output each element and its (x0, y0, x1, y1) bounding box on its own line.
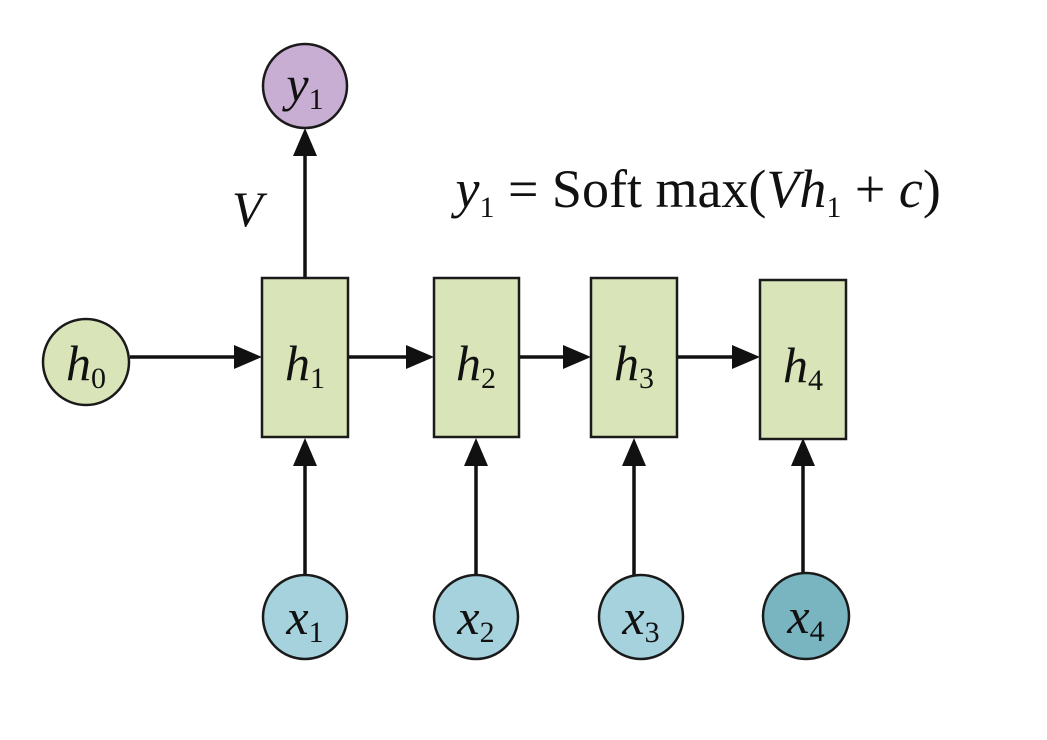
weight-label-v: V (232, 181, 268, 237)
input-node-x4: x4 (761, 571, 851, 661)
arrow-h3-to-h4 (677, 345, 760, 369)
node-sub: 4 (810, 615, 825, 648)
node-sub: 2 (481, 362, 496, 395)
svg-text:x1: x1 (285, 589, 323, 649)
svg-text:x2: x2 (456, 589, 494, 649)
node-base: x (621, 589, 644, 645)
input-node-x1: x1 (261, 573, 349, 661)
node-sub: 1 (309, 83, 324, 116)
formula-equals: = Soft max( (494, 159, 766, 219)
svg-text:h1: h1 (285, 335, 325, 395)
arrow-x1-to-h1 (293, 438, 317, 576)
output-node-y1: y1 (261, 42, 349, 130)
formula-lhs-sub: 1 (479, 191, 494, 224)
node-base: x (285, 589, 308, 645)
node-base: h (285, 335, 310, 391)
arrow-h2-to-h3 (519, 345, 591, 369)
arrow-x2-to-h2 (464, 438, 488, 576)
input-node-x2: x2 (432, 573, 520, 661)
node-sub: 0 (91, 362, 106, 395)
svg-text:h2: h2 (456, 335, 496, 395)
node-sub: 3 (639, 362, 654, 395)
softmax-formula: y1 = Soft max(Vh1 + c) (388, 159, 981, 224)
node-base: x (456, 589, 479, 645)
svg-text:x3: x3 (621, 589, 659, 649)
node-sub: 3 (645, 616, 660, 649)
node-base: y (281, 56, 309, 112)
node-sub: 1 (309, 616, 324, 649)
input-nodes: x1 x2 x3 x4 (261, 571, 851, 661)
hidden-state-boxes: h1 h2 h3 h4 (260, 276, 848, 441)
formula-lhs-base: y (451, 159, 480, 219)
node-base: x (786, 588, 809, 644)
arrow-h1-to-h2 (348, 345, 434, 369)
hidden-state-box-h1: h1 (260, 276, 350, 439)
node-base: h (614, 335, 639, 391)
formula-h-base: h (799, 159, 826, 219)
formula-v: V (766, 159, 805, 219)
arrow-h0-to-h1 (130, 345, 262, 369)
hidden-state-box-h2: h2 (432, 276, 521, 439)
svg-text:x4: x4 (786, 588, 824, 648)
formula-c: c (899, 159, 923, 219)
connection-arrows (130, 128, 815, 576)
formula-close: ) (923, 159, 941, 219)
svg-text:h3: h3 (614, 335, 654, 395)
node-base: h (783, 337, 808, 393)
node-sub: 4 (808, 364, 823, 397)
svg-text:y1: y1 (281, 56, 323, 116)
formula-h-sub: 1 (826, 191, 841, 224)
arrow-x4-to-h4 (791, 438, 815, 574)
node-sub: 1 (310, 362, 325, 395)
hidden-state-box-h4: h4 (758, 278, 848, 441)
initial-state-node-h0: h0 (41, 317, 131, 407)
node-base: h (66, 335, 91, 391)
node-base: h (456, 335, 481, 391)
input-node-x3: x3 (597, 573, 685, 661)
node-sub: 2 (480, 616, 495, 649)
hidden-state-box-h3: h3 (589, 276, 679, 439)
arrow-h1-to-y1 (293, 128, 317, 278)
arrow-x3-to-h3 (622, 438, 646, 576)
svg-text:h0: h0 (66, 335, 106, 395)
svg-text:h4: h4 (783, 337, 823, 397)
formula-plus: + (841, 159, 898, 219)
